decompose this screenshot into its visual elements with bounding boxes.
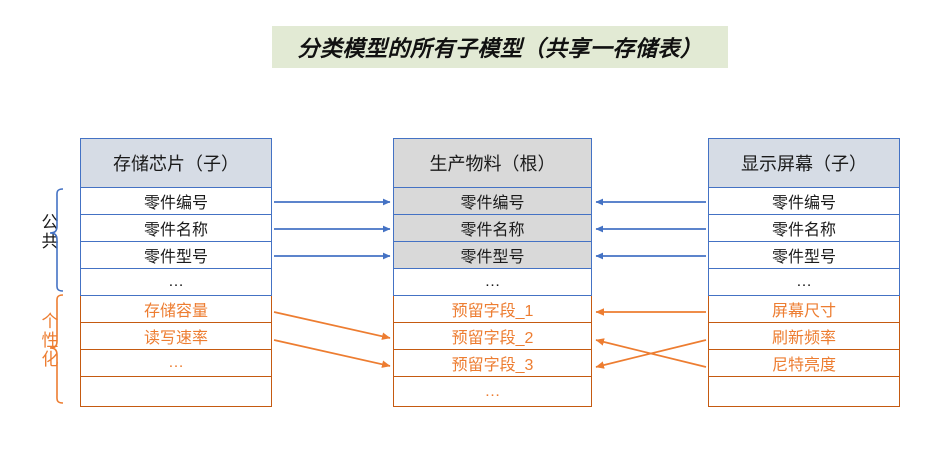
group-label-custom: 个性化 xyxy=(41,312,59,369)
table-row: … xyxy=(393,269,592,296)
table-row: 读写速率 xyxy=(80,323,272,350)
table-row: 预留字段_3 xyxy=(393,350,592,377)
table-row: … xyxy=(708,269,900,296)
arrow-custom-right-to-root xyxy=(595,308,707,369)
table-row: … xyxy=(393,377,592,407)
table-row: 尼特亮度 xyxy=(708,350,900,377)
table-row xyxy=(708,377,900,407)
table-row: … xyxy=(80,350,272,377)
table-row: 预留字段_1 xyxy=(393,296,592,323)
table-row: 零件名称 xyxy=(80,215,272,242)
table-row: 存储容量 xyxy=(80,296,272,323)
table-storage-chip: 存储芯片（子） 零件编号 零件名称 零件型号 … 存储容量 读写速率 … xyxy=(80,138,272,407)
table-row: 零件编号 xyxy=(393,188,592,215)
table-row: 预留字段_2 xyxy=(393,323,592,350)
table-row: … xyxy=(80,269,272,296)
arrow-custom-left-to-root xyxy=(273,311,391,368)
table-row: 零件编号 xyxy=(708,188,900,215)
arrow-common-left-to-root xyxy=(274,198,391,260)
page-title: 分类模型的所有子模型（共享一存储表） xyxy=(297,36,703,61)
table-header-display-screen: 显示屏幕（子） xyxy=(708,138,900,188)
diagram-title-band: 分类模型的所有子模型（共享一存储表） xyxy=(272,26,728,68)
table-row: 零件型号 xyxy=(708,242,900,269)
group-label-common: 公共 xyxy=(41,213,59,251)
table-row: 刷新频率 xyxy=(708,323,900,350)
arrow-common-right-to-root xyxy=(595,198,706,260)
table-row: 屏幕尺寸 xyxy=(708,296,900,323)
table-display-screen: 显示屏幕（子） 零件编号 零件名称 零件型号 … 屏幕尺寸 刷新频率 尼特亮度 xyxy=(708,138,900,407)
table-row: 零件名称 xyxy=(393,215,592,242)
table-header-storage-chip: 存储芯片（子） xyxy=(80,138,272,188)
table-production-material: 生产物料（根） 零件编号 零件名称 零件型号 … 预留字段_1 预留字段_2 预… xyxy=(393,138,592,407)
table-row xyxy=(80,377,272,407)
table-row: 零件型号 xyxy=(393,242,592,269)
table-row: 零件型号 xyxy=(80,242,272,269)
table-row: 零件编号 xyxy=(80,188,272,215)
table-row: 零件名称 xyxy=(708,215,900,242)
table-header-production-material: 生产物料（根） xyxy=(393,138,592,188)
